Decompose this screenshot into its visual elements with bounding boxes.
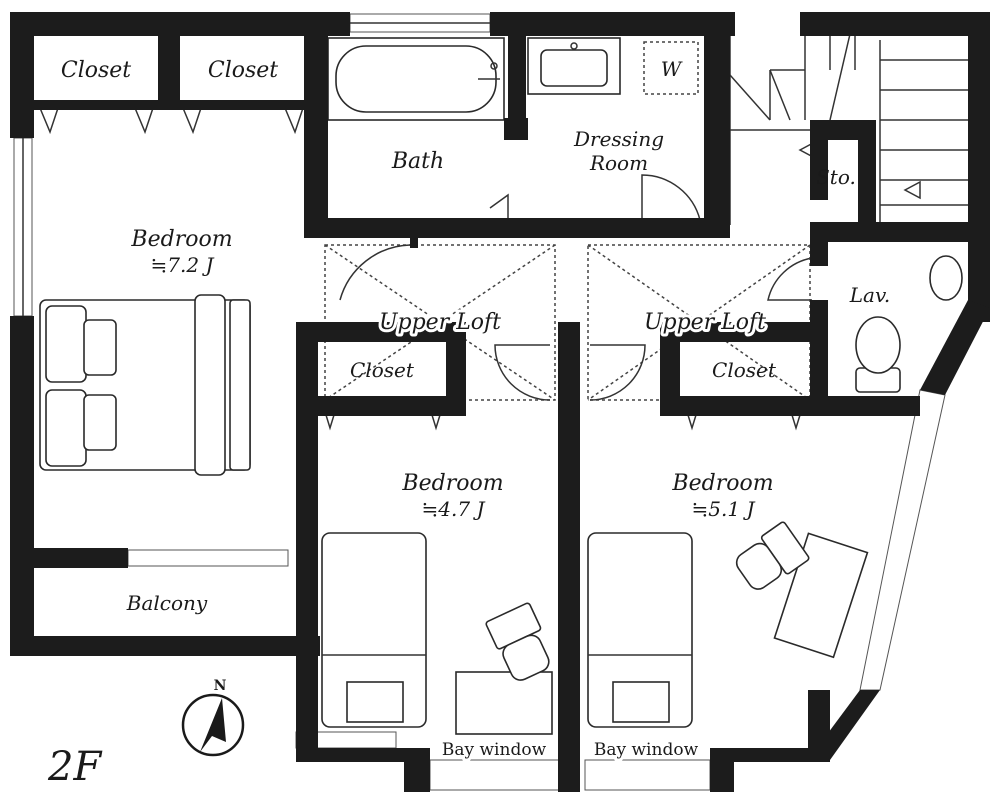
dressing-room-label: Room: [589, 151, 648, 175]
closet-label: Closet: [208, 58, 278, 83]
bay-window-label: Bay window: [442, 740, 547, 760]
double-bed-icon: [39, 294, 251, 476]
washbasin-icon: [527, 37, 621, 95]
door-swing-icon: [641, 174, 701, 221]
bedroom-label: Bedroom: [401, 471, 503, 496]
chair-icon: [735, 521, 810, 590]
closet-door-icon: [134, 107, 154, 135]
door-swing-icon: [589, 344, 646, 401]
washer-space: [643, 41, 699, 95]
room-labels: Closet Closet Bath W Dressing Room Sto. …: [47, 57, 890, 790]
washer-label: W: [661, 57, 683, 81]
floor-level-label: 2F: [47, 744, 102, 790]
single-bed-icon: [587, 532, 693, 728]
closet-door-icon: [182, 107, 202, 135]
single-bed-icon: [321, 532, 427, 728]
door-swing-icon: [494, 344, 551, 401]
bath-label: Bath: [391, 149, 444, 174]
compass-north-label: N: [214, 678, 227, 694]
closet-label: Closet: [61, 58, 131, 83]
bedroom-size-label: ≒5.1 J: [692, 497, 756, 521]
door-swing-icon: [339, 244, 411, 301]
closet-door-icon: [39, 107, 59, 135]
dressing-room-label: Dressing: [573, 127, 664, 151]
bedroom-size-label: ≒7.2 J: [151, 253, 215, 277]
compass-needle-icon: [200, 698, 226, 752]
balcony-label: Balcony: [126, 591, 208, 615]
lavatory-label: Lav.: [849, 283, 891, 307]
desk-icon: [773, 532, 869, 659]
closet-label: Closet: [712, 358, 777, 382]
north-compass: N: [181, 678, 245, 757]
storage-label: Sto.: [816, 165, 856, 189]
door-icon: [489, 193, 509, 222]
bathtub-icon: [327, 37, 505, 121]
bay-window-label: Bay window: [594, 740, 699, 760]
bedroom-size-label: ≒4.7 J: [422, 497, 486, 521]
fixtures: [39, 33, 968, 735]
door-swing-icon: [767, 257, 813, 301]
toilet-icon: [855, 316, 901, 393]
upper-loft-label: Upper Loft: [379, 310, 501, 335]
desk-icon: [455, 671, 553, 735]
closet-label: Closet: [350, 358, 415, 382]
bedroom-label: Bedroom: [671, 471, 773, 496]
closet-door-icon: [284, 107, 304, 135]
walls: [10, 12, 990, 792]
upper-loft-label: Upper Loft: [644, 310, 766, 335]
bedroom-label: Bedroom: [130, 227, 232, 252]
chair-icon: [485, 602, 550, 681]
hand-basin-icon: [929, 255, 963, 301]
